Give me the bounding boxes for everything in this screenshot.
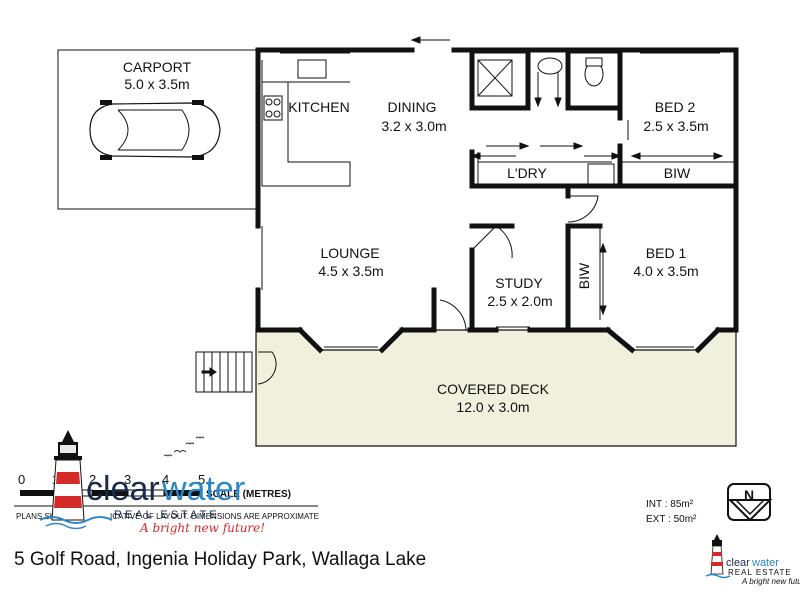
biw-bed2-name: BIW (664, 165, 691, 181)
compass-letter: N (744, 487, 754, 503)
disclaimer-left: PLANS SHOW (16, 512, 70, 521)
carport-name: CARPORT (123, 59, 192, 75)
scale-tick-2: 2 (89, 472, 96, 487)
walls (255, 47, 739, 354)
car-icon (89, 100, 221, 160)
kitchen-name: KITCHEN (288, 99, 349, 115)
property-address: 5 Golf Road, Ingenia Holiday Park, Walla… (14, 549, 427, 570)
bed1-size: 4.0 x 3.5m (633, 263, 698, 279)
biw-bed1-name: BIW (576, 262, 592, 289)
study-size: 2.5 x 2.0m (487, 293, 552, 309)
small-brand-sub: REAL ESTATE (728, 568, 792, 577)
brand-name-clear: clear (86, 470, 160, 508)
door-swings (257, 195, 599, 385)
study-name: STUDY (495, 275, 543, 291)
north-compass: N (727, 483, 773, 522)
area-ext: EXT : 50m² (646, 514, 697, 525)
brand-sub: REAL ESTATE (114, 509, 220, 521)
small-lighthouse-logo (705, 534, 731, 579)
sink-icon (297, 59, 327, 79)
dining-size: 3.2 x 3.0m (381, 118, 446, 134)
carport-size: 5.0 x 3.5m (124, 76, 189, 92)
area-int: INT : 85m² (646, 499, 694, 510)
lounge-name: LOUNGE (320, 245, 379, 261)
bed1-name: BED 1 (646, 245, 687, 261)
dining-name: DINING (388, 99, 437, 115)
scale-tick-5: 5 (198, 472, 205, 487)
scale-tick-0: 0 (18, 472, 25, 487)
scale-tick-3: 3 (124, 472, 131, 487)
small-brand-water: water (751, 557, 779, 569)
birds-decoration (163, 436, 205, 457)
fixtures (263, 57, 615, 185)
small-brand-clear: clear (726, 557, 750, 569)
scale-title: SCALE (METRES) (206, 489, 291, 500)
carport (57, 49, 257, 210)
small-brand-tagline: A bright new future! (741, 577, 800, 586)
sliding-door-arrows (410, 36, 724, 316)
brand-name-water: water (161, 470, 245, 508)
disclaimer-right: ICATIVE OF LAYOUT. DIMENSIONS ARE APPROX… (110, 512, 319, 521)
lounge-size: 4.5 x 3.5m (318, 263, 383, 279)
entry-steps (195, 351, 253, 393)
bed2-size: 2.5 x 3.5m (643, 118, 708, 134)
basin-icon (537, 57, 563, 75)
tub-icon (587, 163, 615, 185)
scale-tick-4: 4 (162, 472, 169, 487)
bed2-name: BED 2 (655, 99, 696, 115)
deck-name: COVERED DECK (437, 381, 550, 397)
deck-size: 12.0 x 3.0m (456, 399, 529, 415)
brand-tagline: A bright new future! (139, 521, 265, 535)
laundry-name: L'DRY (507, 165, 547, 181)
lighthouse-logo (39, 430, 113, 530)
inner-lines (261, 52, 736, 348)
